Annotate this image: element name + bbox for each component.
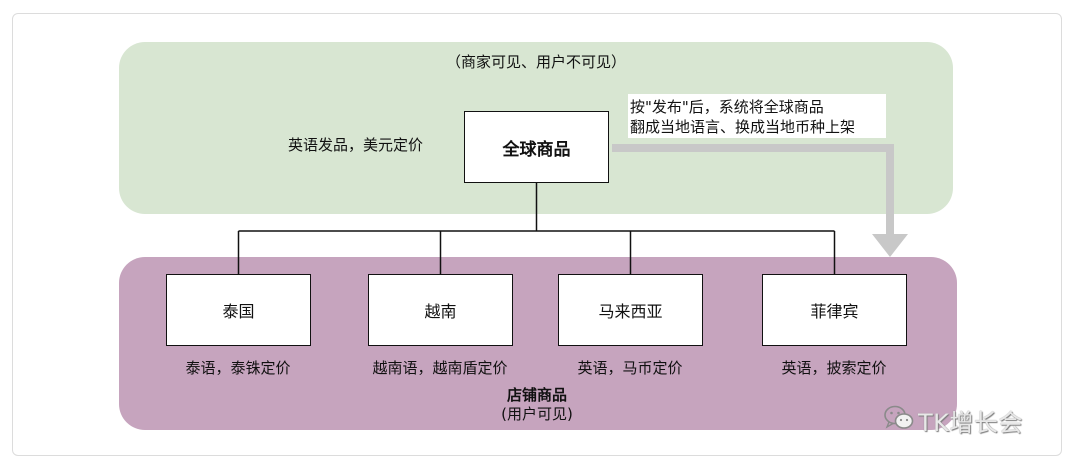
publish-note-line-1: 按"发布"后，系统将全球商品 [630,98,824,116]
country-box-malaysia: 马来西亚 [558,274,703,346]
global-products-box: 全球商品 [464,111,609,183]
watermark-text: TK增长会 [918,409,1023,437]
store-zone-title: 店铺商品 [506,386,568,404]
pricing-note-thailand: 泰语，泰铢定价 [185,359,291,377]
publish-arrow-shaft [612,144,894,236]
pricing-note-philippines: 英语，披索定价 [781,359,887,377]
global-visibility-note: （商家可见、用户不可见） [445,53,627,71]
country-box-philippines: 菲律宾 [762,274,907,346]
country-label: 越南 [424,302,457,321]
publish-note-background [628,94,886,138]
publish-arrow-head [872,234,908,257]
watermark: TK增长会 [884,403,1023,438]
country-label: 马来西亚 [598,302,663,321]
country-label: 菲律宾 [810,302,859,321]
country-label: 泰国 [222,302,255,321]
country-box-thailand: 泰国 [166,274,311,346]
global-pricing-note: 英语发品，美元定价 [288,136,424,154]
pricing-note-malaysia: 英语，马币定价 [577,359,683,377]
global-products-label: 全球商品 [502,139,571,160]
country-box-vietnam: 越南 [368,274,513,346]
pricing-note-vietnam: 越南语，越南盾定价 [372,359,508,377]
wechat-icon [884,405,914,437]
publish-note: 按"发布"后，系统将全球商品 翻成当地语言、换成当地币种上架 [630,97,855,137]
store-visibility-note: (用户可见) [501,405,573,423]
publish-note-line-2: 翻成当地语言、换成当地币种上架 [630,118,856,136]
